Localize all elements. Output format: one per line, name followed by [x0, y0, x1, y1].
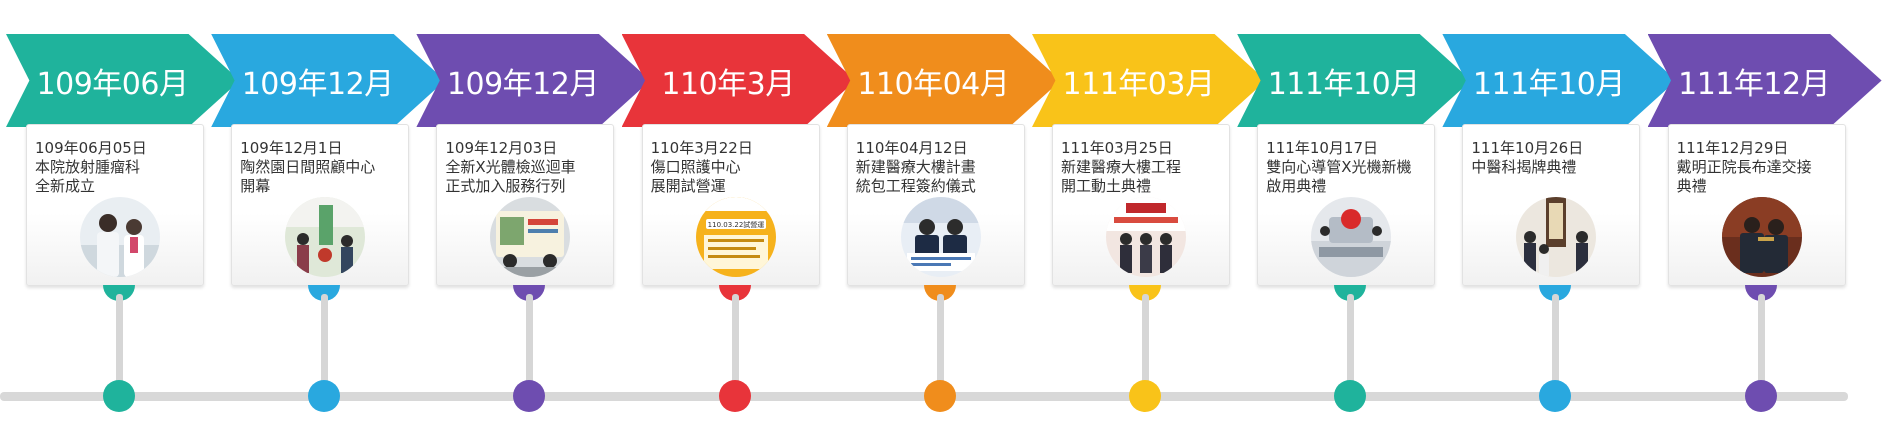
milestone-connector — [308, 285, 341, 301]
milestone-photo — [1106, 197, 1186, 277]
milestone-stage: 111年03月 111年03月25日 新建醫療大樓工程 開工動土典禮 — [1026, 0, 1266, 429]
milestone-stem — [731, 294, 739, 390]
milestone-photo: 110.03.22試營運 — [695, 197, 776, 277]
milestone-event: 109年06月05日 本院放射腫瘤科 全新成立 — [35, 139, 147, 195]
milestone-event: 111年12月29日 戴明正院長布達交接 典禮 — [1676, 139, 1812, 195]
milestone-event: 110年3月22日 傷口照護中心 展開試營運 — [650, 139, 753, 195]
milestone-stem — [116, 294, 123, 390]
milestone-photo — [1311, 197, 1392, 277]
milestone-photo — [1516, 197, 1597, 277]
milestone-period: 109年12月 — [446, 66, 599, 102]
milestone-dot — [1129, 380, 1161, 412]
milestone-event: 111年03月25日 新建醫療大樓工程 開工動土典禮 — [1061, 139, 1182, 195]
milestone-connector — [513, 285, 546, 301]
milestone-photo — [490, 197, 571, 277]
milestone-event: 109年12月1日 陶然園日間照顧中心 開幕 — [240, 139, 376, 195]
milestone-stem — [1142, 294, 1149, 390]
milestone-dot — [1744, 380, 1777, 412]
milestone-stem — [526, 294, 534, 390]
milestone-stage: 109年12月 109年12月1日 陶然園日間照顧中心 開幕 — [205, 0, 446, 429]
milestone-arrow — [416, 34, 651, 127]
milestone-arrow — [621, 34, 856, 127]
milestone-arrow — [211, 34, 446, 127]
milestone-dot — [103, 380, 135, 412]
milestone-stage: 109年12月 109年12月03日 全新X光體檢巡迴車 正式加入服務行列 — [410, 0, 651, 429]
milestone-connector — [1129, 285, 1161, 301]
milestone-period: 111年12月 — [1678, 66, 1831, 102]
milestone-period: 110年04月 — [857, 66, 1010, 102]
milestone-connector — [1539, 285, 1572, 301]
photo-sign-text: 110.03.22試營運 — [707, 220, 764, 229]
milestone-dot — [1539, 380, 1572, 412]
milestone-event: 110年04月12日 新建醫療大樓計畫 統包工程簽約儀式 — [855, 139, 976, 195]
milestone-arrow — [826, 34, 1061, 127]
milestone-period: 109年12月 — [241, 66, 394, 102]
milestone-period: 111年10月 — [1267, 66, 1420, 102]
milestone-photo — [900, 197, 981, 277]
milestone-dot — [718, 380, 751, 412]
milestone-stem — [321, 294, 329, 390]
milestone-stem — [936, 294, 944, 390]
milestone-arrow — [6, 34, 240, 127]
milestone-connector — [923, 285, 956, 301]
milestone-period: 111年10月 — [1472, 66, 1625, 102]
milestone-connector — [1744, 285, 1777, 301]
milestone-dot — [513, 380, 546, 412]
milestone-arrow — [1647, 34, 1882, 127]
milestone-stage: 111年12月 111年12月29日 戴明正院長布達交接 典禮 — [1642, 0, 1882, 429]
milestone-event: 111年10月26日 中醫科揭牌典禮 — [1471, 139, 1584, 176]
milestone-period: 111年03月 — [1062, 66, 1215, 102]
milestone-stem — [1552, 294, 1560, 390]
milestone-stage: 110年3月 110年3月22日 傷口照護中心 展開試營運 110.03.22試營運 — [616, 0, 856, 429]
milestone-connector — [103, 285, 135, 301]
milestone-photo — [1721, 197, 1802, 277]
milestone-period: 110年3月 — [661, 66, 795, 102]
milestone-arrow — [1442, 34, 1677, 127]
milestone-stem — [1757, 294, 1765, 390]
milestone-connector — [718, 285, 751, 301]
milestone-period: 109年06月 — [36, 66, 189, 102]
milestone-photo — [80, 197, 160, 277]
milestone-dot — [308, 380, 341, 412]
milestone-stage: 111年10月 111年10月26日 中醫科揭牌典禮 — [1436, 0, 1677, 429]
milestone-connector — [1334, 285, 1367, 301]
milestone-arrow — [1237, 34, 1472, 127]
milestone-arrow — [1032, 34, 1266, 127]
milestone-stem — [1347, 294, 1355, 390]
milestone-photo — [285, 197, 366, 277]
milestone-stage: 110年04月 110年04月12日 新建醫療大樓計畫 統包工程簽約儀式 — [821, 0, 1061, 429]
milestone-event: 111年10月17日 雙向心導管X光機新機 啟用典禮 — [1266, 139, 1412, 195]
milestone-dot — [923, 380, 956, 412]
milestone-stage: 111年10月 111年10月17日 雙向心導管X光機新機 啟用典禮 — [1231, 0, 1472, 429]
milestone-dot — [1334, 380, 1367, 412]
milestone-event: 109年12月03日 全新X光體檢巡迴車 正式加入服務行列 — [445, 139, 576, 195]
milestone-stage: 109年06月 109年06月05日 本院放射腫瘤科 全新成立 — [0, 0, 240, 429]
